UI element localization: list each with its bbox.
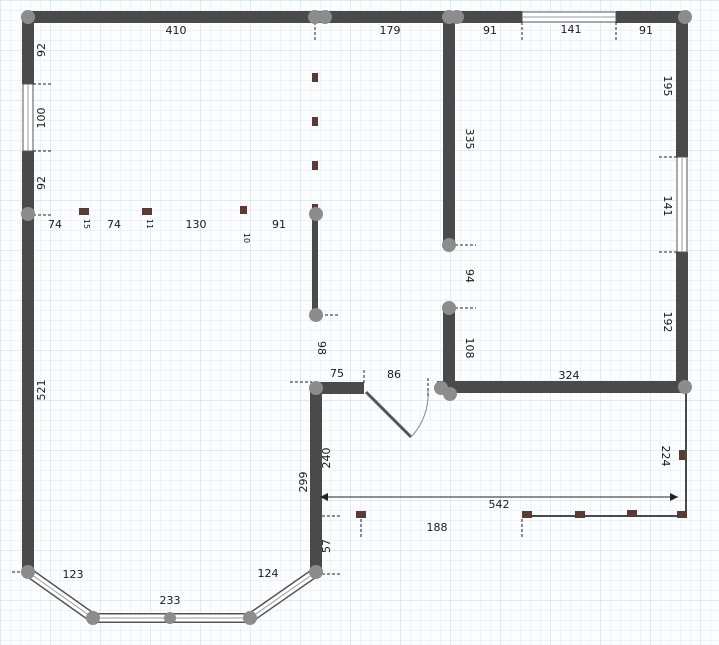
joint — [309, 381, 323, 395]
post-6 — [312, 161, 318, 170]
dim-post-c: 10 — [242, 233, 251, 243]
post-4 — [312, 73, 318, 82]
post-13 — [679, 450, 685, 460]
dim-top-right-a: 91 — [483, 24, 497, 37]
bay-window-left[interactable] — [25, 567, 96, 623]
walls — [22, 11, 688, 572]
joint — [443, 387, 457, 401]
dim-top-left: 410 — [166, 24, 187, 37]
post-8 — [356, 511, 366, 518]
joint — [442, 301, 456, 315]
joint — [442, 238, 456, 252]
bay-window-right[interactable] — [247, 567, 319, 623]
joint — [21, 565, 35, 579]
post-3 — [240, 206, 247, 214]
joint — [21, 10, 35, 24]
dim-row-c: 130 — [186, 218, 207, 231]
posts — [79, 73, 687, 518]
dim-inner-98: 98 — [315, 341, 328, 355]
dim-wall-299: 299 — [297, 472, 310, 493]
joint — [309, 565, 323, 579]
dim-bay-right: 124 — [258, 567, 279, 580]
joint — [450, 10, 464, 24]
wall-joints — [21, 10, 692, 625]
dim-span-542: 542 — [489, 498, 510, 511]
dim-post-b: 11 — [145, 219, 154, 229]
joint — [678, 380, 692, 394]
dim-left-long: 521 — [35, 380, 48, 401]
joint — [318, 10, 332, 24]
dim-door-86: 86 — [387, 368, 401, 381]
joint — [308, 10, 322, 24]
dim-left-upper: 92 — [35, 43, 48, 57]
dim-row-d: 91 — [272, 218, 286, 231]
dim-bay-bottom: 233 — [160, 594, 181, 607]
dim-bay-left: 123 — [63, 568, 84, 581]
dim-top-window: 141 — [561, 23, 582, 36]
dim-left-mid: 92 — [35, 176, 48, 190]
dim-inner-335: 335 — [463, 129, 476, 150]
dimension-ticks — [12, 22, 687, 575]
joint — [309, 308, 323, 322]
joint — [21, 207, 35, 221]
dim-inner-94: 94 — [463, 269, 476, 283]
dim-right-lower: 192 — [661, 312, 674, 333]
joint — [164, 612, 176, 624]
dim-row-b: 74 — [107, 218, 121, 231]
dim-span-188: 188 — [427, 521, 448, 534]
dim-wall-324: 324 — [559, 369, 580, 382]
post-5 — [312, 117, 318, 126]
post-2 — [142, 208, 152, 215]
span-arrow-542 — [320, 493, 678, 501]
dim-right-window: 141 — [661, 196, 674, 217]
post-10 — [575, 511, 585, 518]
joint — [243, 611, 257, 625]
dim-top-right-b: 91 — [639, 24, 653, 37]
dimension-labels: 410 179 91 141 91 92 100 92 521 74 74 13… — [35, 23, 674, 607]
joint — [309, 207, 323, 221]
post-1 — [79, 208, 89, 215]
joint — [86, 611, 100, 625]
dim-right-upper: 195 — [661, 76, 674, 97]
dim-wall-240: 240 — [320, 448, 333, 469]
dim-inner-108: 108 — [463, 338, 476, 359]
joint — [678, 10, 692, 24]
dim-post-a: 15 — [82, 219, 91, 229]
dim-row-a: 74 — [48, 218, 62, 231]
dim-wall-224: 224 — [659, 446, 672, 467]
dim-left-window: 100 — [35, 108, 48, 129]
post-12 — [677, 511, 687, 518]
dim-wall-57: 57 — [320, 539, 333, 553]
dim-top-mid: 179 — [380, 24, 401, 37]
post-9 — [522, 511, 532, 518]
dim-wall-75: 75 — [330, 367, 344, 380]
post-11 — [627, 510, 637, 517]
